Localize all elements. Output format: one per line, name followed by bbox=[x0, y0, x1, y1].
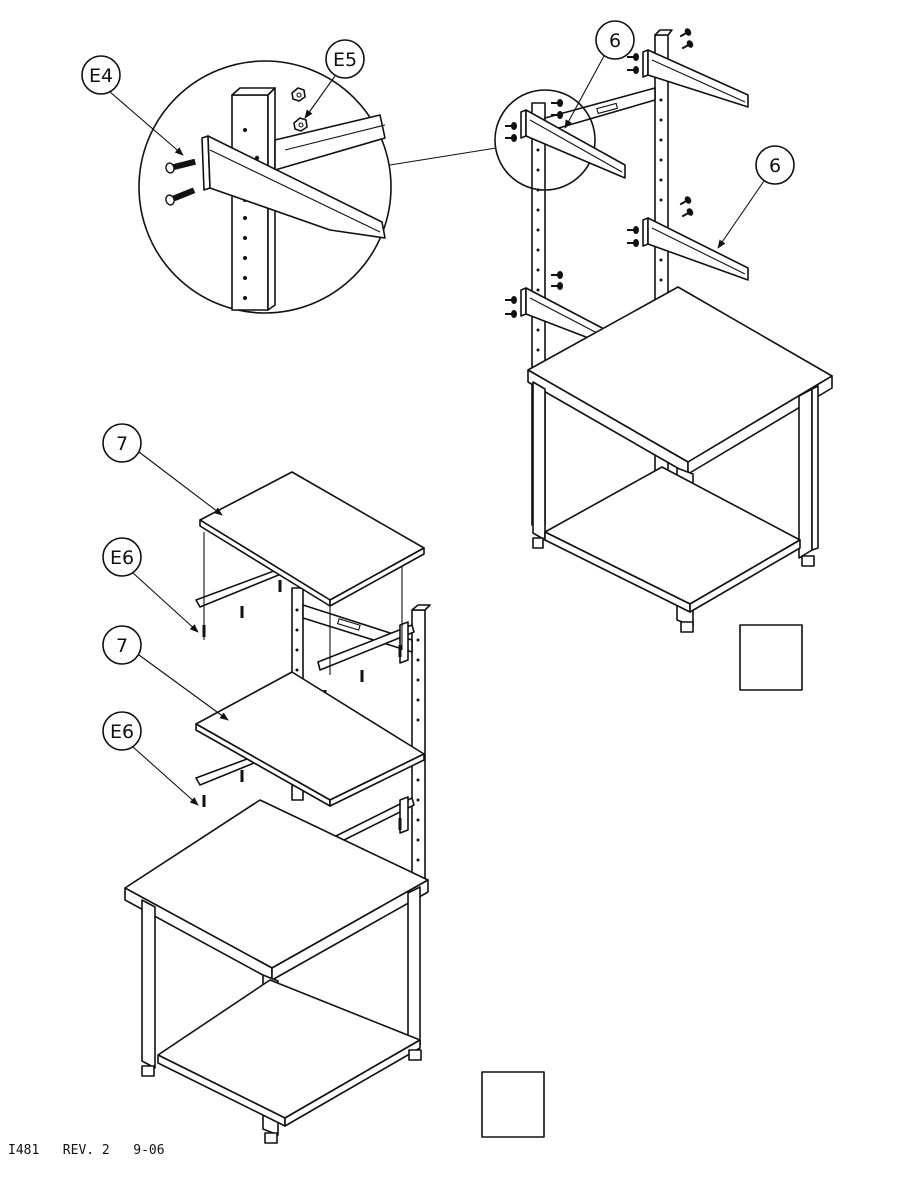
detail-nut-e5b bbox=[294, 118, 307, 131]
callout-e6-lower: E6 bbox=[103, 712, 198, 805]
detail-cross-rail bbox=[275, 115, 385, 170]
step-box-left bbox=[482, 1072, 544, 1137]
detail-screw-e4a bbox=[165, 157, 197, 174]
detail-leader-line bbox=[390, 148, 496, 165]
left-lower-shelf bbox=[158, 980, 420, 1118]
step-box-right bbox=[740, 625, 802, 690]
callout-e5: E5 bbox=[305, 40, 364, 118]
svg-text:E6: E6 bbox=[110, 721, 134, 743]
left-upper-bracket-left bbox=[196, 568, 286, 607]
callout-e4: E4 bbox=[82, 56, 183, 155]
right-leg-front-right bbox=[799, 389, 812, 558]
right-lower-shelf bbox=[545, 467, 800, 604]
right-leg-front-left bbox=[533, 382, 545, 540]
right-bracket-mid-right bbox=[627, 195, 748, 280]
svg-text:E4: E4 bbox=[89, 65, 113, 87]
svg-text:E6: E6 bbox=[110, 547, 134, 569]
left-table-top bbox=[125, 800, 428, 968]
detail-view bbox=[139, 61, 496, 313]
left-middle-shelf bbox=[196, 672, 424, 800]
right-assembly-view bbox=[495, 27, 832, 632]
part-number: I481 bbox=[8, 1143, 39, 1158]
callout-7-upper: 7 bbox=[103, 424, 222, 515]
detail-nut-e5a bbox=[292, 88, 305, 101]
svg-text:7: 7 bbox=[116, 433, 128, 455]
detail-screw-e4b bbox=[164, 186, 196, 207]
left-leg-left bbox=[142, 900, 155, 1068]
svg-text:7: 7 bbox=[116, 635, 128, 657]
svg-text:6: 6 bbox=[769, 155, 781, 177]
footer: I481 REV. 2 9-06 bbox=[8, 1143, 165, 1158]
left-assembly-view bbox=[125, 472, 430, 1143]
left-leg-right bbox=[408, 887, 420, 1052]
revision: REV. 2 bbox=[63, 1143, 110, 1158]
right-cross-rail bbox=[545, 88, 655, 132]
callout-e6-upper: E6 bbox=[103, 538, 198, 632]
svg-text:6: 6 bbox=[609, 30, 621, 52]
svg-text:E5: E5 bbox=[333, 49, 357, 71]
left-upper-shelf bbox=[200, 472, 424, 600]
revision-date: 9-06 bbox=[133, 1143, 164, 1158]
callout-7-lower: 7 bbox=[103, 626, 228, 720]
callout-6-lower: 6 bbox=[718, 146, 794, 248]
